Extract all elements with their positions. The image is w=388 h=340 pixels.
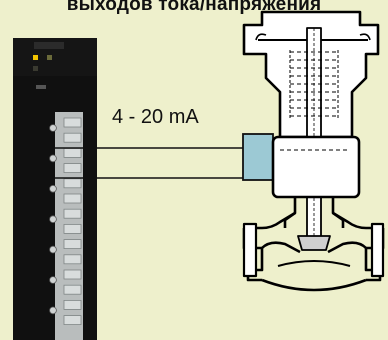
terminal-slot	[63, 208, 82, 219]
terminal-screw	[49, 245, 57, 254]
diagram-caption: выходов тока/напряжения	[66, 0, 322, 15]
signal-wires	[55, 147, 243, 179]
control-valve	[242, 10, 385, 292]
terminal-slot	[63, 269, 82, 280]
valve-positioner	[242, 133, 274, 181]
plc-output-module	[13, 38, 97, 340]
status-led	[33, 55, 38, 60]
terminal-slot	[63, 132, 82, 143]
terminal-screw	[49, 185, 57, 193]
terminal-slot	[63, 254, 82, 265]
terminal-slot	[63, 284, 82, 295]
terminal-slot	[63, 117, 82, 128]
terminal-screw	[49, 276, 57, 284]
terminal-screw	[49, 154, 57, 163]
terminal-screw	[49, 306, 57, 315]
terminal-screw	[49, 124, 57, 132]
terminal-slot	[63, 315, 82, 326]
terminal-slot	[63, 178, 82, 189]
terminal-slot	[63, 147, 82, 158]
terminal-slot	[63, 239, 82, 250]
terminal-slot	[63, 163, 82, 174]
signal-range-label: 4 - 20 mA	[112, 106, 199, 128]
terminal-slot	[63, 299, 82, 310]
terminal-screw	[49, 215, 57, 224]
terminal-slot	[63, 223, 82, 234]
terminal-slot	[63, 193, 82, 204]
